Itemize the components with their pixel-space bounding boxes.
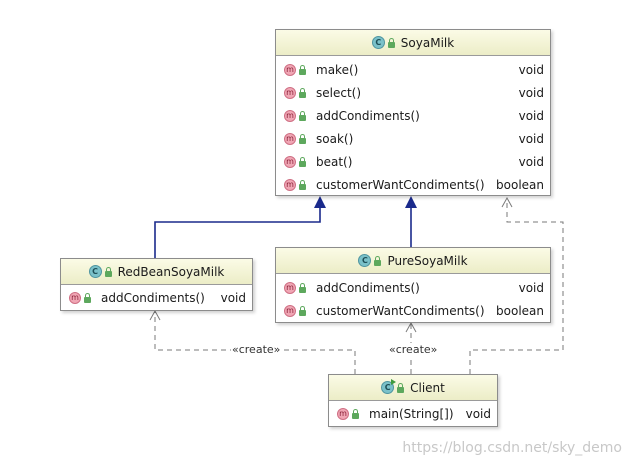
method-icon: m <box>284 86 296 99</box>
method-return-type: boolean <box>496 177 544 192</box>
method-name: select() <box>316 85 362 100</box>
method-icon: m <box>284 63 296 76</box>
method-row[interactable]: m customerWantCondiments() boolean <box>276 299 550 322</box>
method-row[interactable]: m make() void <box>276 58 550 81</box>
create-label-pure: «create» <box>388 343 439 356</box>
members-client: m main(String[]) void <box>329 401 497 429</box>
dependency-client-to-soyamilk <box>469 199 564 374</box>
method-return-type: boolean <box>496 303 544 318</box>
watermark: https://blog.csdn.net/sky_demo <box>402 440 622 456</box>
class-redbeansoyamilk[interactable]: C RedBeanSoyaMilk m addCondiments() void <box>60 258 253 311</box>
class-header-soyamilk[interactable]: C SoyaMilk <box>276 30 550 56</box>
class-name-client: Client <box>410 380 445 395</box>
method-row[interactable]: m addCondiments() void <box>276 276 550 299</box>
public-lock-icon <box>299 156 306 167</box>
method-return-type: void <box>465 406 491 421</box>
public-lock-icon <box>387 37 395 48</box>
class-soyamilk[interactable]: C SoyaMilk m make() void m select() void… <box>275 29 551 196</box>
method-row[interactable]: m beat() void <box>276 150 550 173</box>
method-return-type: void <box>518 131 544 146</box>
method-return-type: void <box>518 62 544 77</box>
dependency-arrowhead-redbean <box>149 309 161 321</box>
members-redbeansoyamilk: m addCondiments() void <box>61 285 252 313</box>
dependency-arrowhead-pure <box>405 321 417 333</box>
class-puresoyamilk[interactable]: C PureSoyaMilk m addCondiments() void m … <box>275 247 551 323</box>
public-lock-icon <box>299 305 306 316</box>
method-name: addCondiments() <box>316 108 420 123</box>
method-icon: m <box>284 109 296 122</box>
public-lock-icon <box>397 382 405 393</box>
public-lock-icon <box>299 133 306 144</box>
dependency-client-to-redbean <box>154 312 356 374</box>
public-lock-icon <box>299 64 306 75</box>
class-client[interactable]: C Client m main(String[]) void <box>328 374 498 427</box>
inheritance-redbean-to-soyamilk <box>154 207 321 258</box>
method-name: customerWantCondiments() <box>316 303 485 318</box>
method-return-type: void <box>518 154 544 169</box>
method-name: main(String[]) <box>369 406 454 421</box>
class-name-redbeansoyamilk: RedBeanSoyaMilk <box>117 264 225 279</box>
method-row[interactable]: m select() void <box>276 81 550 104</box>
method-name: addCondiments() <box>316 280 420 295</box>
class-header-client[interactable]: C Client <box>329 375 497 401</box>
class-header-puresoyamilk[interactable]: C PureSoyaMilk <box>276 248 550 274</box>
method-icon: m <box>284 155 296 168</box>
public-lock-icon <box>299 110 306 121</box>
method-row[interactable]: m addCondiments() void <box>276 104 550 127</box>
method-name: addCondiments() <box>101 290 205 305</box>
method-return-type: void <box>518 85 544 100</box>
method-return-type: void <box>518 280 544 295</box>
class-header-redbeansoyamilk[interactable]: C RedBeanSoyaMilk <box>61 259 252 285</box>
method-icon: m <box>284 304 296 317</box>
public-lock-icon <box>104 266 112 277</box>
class-name-soyamilk: SoyaMilk <box>400 35 455 50</box>
inheritance-arrowhead-pure <box>405 196 417 208</box>
inheritance-arrowhead-redbean <box>314 196 326 208</box>
method-row[interactable]: m customerWantCondiments() boolean <box>276 173 550 196</box>
method-return-type: void <box>220 290 246 305</box>
public-lock-icon <box>299 282 306 293</box>
runnable-class-icon: C <box>381 379 397 394</box>
public-lock-icon <box>352 408 359 419</box>
public-lock-icon <box>299 87 306 98</box>
method-icon: m <box>284 132 296 145</box>
members-soyamilk: m make() void m select() void m addCondi… <box>276 56 550 200</box>
method-return-type: void <box>518 108 544 123</box>
public-lock-icon <box>84 292 91 303</box>
method-name: soak() <box>316 131 354 146</box>
create-label-redbean: «create» <box>231 343 282 356</box>
method-row[interactable]: m main(String[]) void <box>329 402 497 425</box>
method-row[interactable]: m soak() void <box>276 127 550 150</box>
dependency-arrowhead-soyamilk <box>501 196 513 208</box>
public-lock-icon <box>299 179 306 190</box>
method-name: make() <box>316 62 359 77</box>
method-icon: m <box>284 178 296 191</box>
method-icon: m <box>284 281 296 294</box>
members-puresoyamilk: m addCondiments() void m customerWantCon… <box>276 274 550 326</box>
class-icon: C <box>371 36 385 49</box>
method-row[interactable]: m addCondiments() void <box>61 286 252 309</box>
static-method-icon: m <box>337 407 349 420</box>
class-name-puresoyamilk: PureSoyaMilk <box>387 253 468 268</box>
public-lock-icon <box>374 255 382 266</box>
method-name: beat() <box>316 154 353 169</box>
method-name: customerWantCondiments() <box>316 177 485 192</box>
class-icon: C <box>358 254 372 267</box>
class-icon: C <box>88 265 102 278</box>
method-icon: m <box>69 291 81 304</box>
